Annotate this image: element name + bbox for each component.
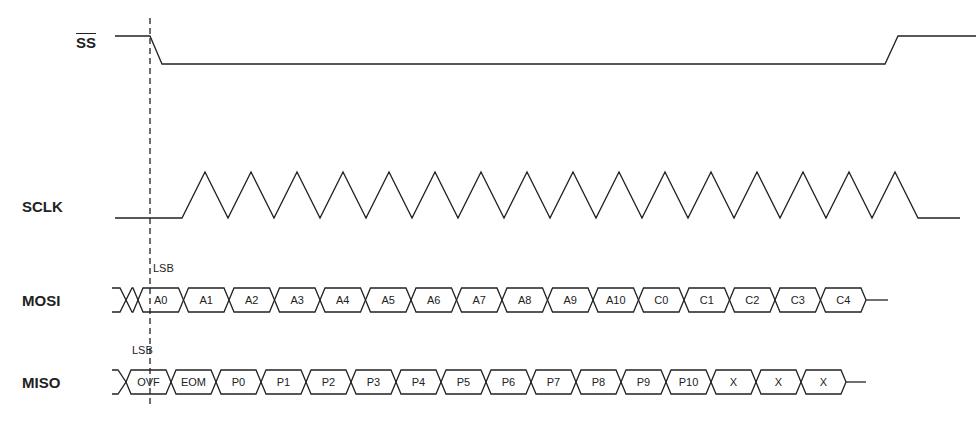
miso-bus [112,370,866,394]
bus-cell [531,370,576,394]
bus-cell [396,370,441,394]
signal-name: MISO [22,375,60,390]
bus-cell [821,288,867,312]
bus-cell [593,288,639,312]
bus-value: C4 [836,295,850,306]
bus-value: P1 [277,377,290,388]
bus-value: A4 [336,295,349,306]
bus-cell [756,370,801,394]
bus-value: EOM [181,377,206,388]
bus-value: P10 [679,377,699,388]
bus-value: P5 [457,377,470,388]
bus-cell [275,288,321,312]
bus-cell [171,370,216,394]
bus-value: A3 [291,295,304,306]
ss-waveform [115,36,976,64]
signal-name: SCLK [22,199,63,214]
bus-value: P3 [367,377,380,388]
bus-cell [411,288,457,312]
bus-value: P2 [322,377,335,388]
bus-value: P7 [547,377,560,388]
signal-name: SS [76,35,96,50]
bus-value: X [820,377,827,388]
bus-value: C1 [700,295,714,306]
bus-cell [548,288,594,312]
bus-cell [576,370,621,394]
bus-value: P6 [502,377,515,388]
bus-cell [184,288,230,312]
bus-cell [775,288,821,312]
bus-value: A7 [473,295,486,306]
bus-cell [138,288,184,312]
bus-cell [441,370,486,394]
bus-cell [801,370,846,394]
bus-value: C0 [654,295,668,306]
bus-cell [261,370,306,394]
bus-cell [229,288,275,312]
bus-cell [457,288,503,312]
bus-value: P8 [592,377,605,388]
lsb-marker: LSB [132,345,153,356]
bus-value: A0 [154,295,167,306]
mosi-bus [112,288,888,312]
bus-value: A2 [245,295,258,306]
lsb-marker: LSB [153,263,174,274]
bus-cell [711,370,756,394]
bus-cell [320,288,366,312]
bus-value: P4 [412,377,425,388]
bus-value: X [775,377,782,388]
bus-cell [639,288,685,312]
bus-edge [112,370,126,394]
bus-idle [846,381,866,382]
bus-value: A8 [518,295,531,306]
signal-name: MOSI [22,293,60,308]
bus-cell [126,288,138,312]
bus-value: P0 [232,377,245,388]
bus-value: A10 [606,295,626,306]
bus-value: C2 [745,295,759,306]
bus-value: A6 [427,295,440,306]
bus-cell [306,370,351,394]
bus-value: OVF [137,377,160,388]
bus-value: P9 [637,377,650,388]
bus-idle [866,299,888,300]
bus-cell [486,370,531,394]
bus-value: A5 [382,295,395,306]
bus-value: X [730,377,737,388]
bus-cell [366,288,412,312]
bus-cell [666,370,711,394]
bus-value: C3 [791,295,805,306]
bus-cell [621,370,666,394]
bus-cell [126,370,171,394]
bus-value: A1 [200,295,213,306]
bus-cell [684,288,730,312]
bus-cell [351,370,396,394]
bus-cell [730,288,776,312]
bus-edge [112,288,126,312]
bus-cell [216,370,261,394]
sclk-waveform [115,172,960,218]
bus-cell [502,288,548,312]
bus-value: A9 [564,295,577,306]
